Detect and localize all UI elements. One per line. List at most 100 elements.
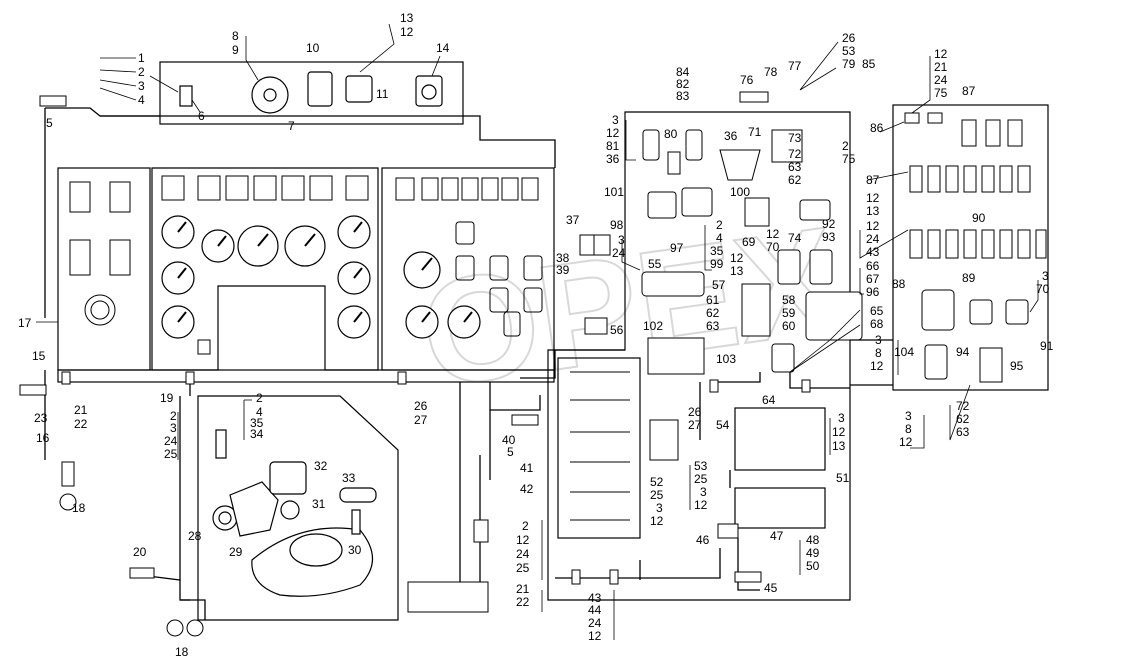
callout-3: 3 <box>138 79 145 93</box>
callout-84: 84 <box>676 65 690 79</box>
callout-44: 44 <box>588 603 602 617</box>
callout-32: 32 <box>314 459 328 473</box>
callout-63c: 63 <box>956 425 970 439</box>
connector-45 <box>734 571 762 583</box>
callout-25d: 25 <box>650 488 664 502</box>
callout-63b: 63 <box>706 319 720 333</box>
callout-5b: 5 <box>507 445 514 459</box>
callout-45: 45 <box>764 581 778 595</box>
callout-2d: 2 <box>522 519 529 533</box>
module-47 <box>734 487 826 529</box>
connector-6 <box>179 85 193 107</box>
callout-77: 77 <box>788 59 802 73</box>
callout-16: 16 <box>36 431 50 445</box>
callout-33: 33 <box>342 471 356 485</box>
connector-20 <box>129 567 155 579</box>
callout-22: 22 <box>74 417 88 431</box>
callout-2b: 2 <box>256 391 263 405</box>
callout-12k: 12 <box>832 425 846 439</box>
dash-rail <box>57 369 555 383</box>
callout-10: 10 <box>306 41 320 55</box>
callout-12h: 12 <box>730 251 744 265</box>
callout-80: 80 <box>664 127 678 141</box>
callout-4: 4 <box>138 93 145 107</box>
callout-62: 62 <box>788 173 802 187</box>
callout-3h: 3 <box>1042 269 1049 283</box>
callout-91: 91 <box>1040 339 1054 353</box>
callout-36a: 36 <box>606 152 620 166</box>
callout-56: 56 <box>610 323 624 337</box>
module-51 <box>734 407 826 471</box>
callout-12c: 12 <box>588 629 602 643</box>
harness-wires <box>44 107 893 620</box>
callout-35: 35 <box>250 416 264 430</box>
callout-100: 100 <box>730 185 750 199</box>
switch-4 <box>109 239 131 276</box>
callout-25: 25 <box>164 447 178 461</box>
callout-3d: 3 <box>618 233 625 247</box>
callout-41: 41 <box>520 461 534 475</box>
callout-96: 96 <box>866 285 880 299</box>
callout-3g: 3 <box>838 411 845 425</box>
callout-12j: 12 <box>650 514 664 528</box>
callout-13: 13 <box>400 11 414 25</box>
switch-10 <box>307 71 333 107</box>
fuse-rows <box>904 112 1047 383</box>
callout-8b: 8 <box>875 346 882 360</box>
callout-18a: 18 <box>72 501 86 515</box>
callout-11: 11 <box>376 87 389 101</box>
callout-49: 49 <box>806 546 820 560</box>
indicator-lamps <box>161 175 539 201</box>
callout-13d: 13 <box>832 439 846 453</box>
callouts: 1 2 3 4 5 6 7 8 9 10 11 13 12 14 17 15 2… <box>18 11 1054 659</box>
callout-13c: 13 <box>730 264 744 278</box>
switch-group <box>69 181 131 326</box>
callout-71: 71 <box>748 125 762 139</box>
terminal-strips <box>570 371 630 521</box>
callout-90: 90 <box>972 211 986 225</box>
callout-21b: 21 <box>516 582 530 596</box>
callout-3e: 3 <box>700 485 707 499</box>
gauge-needles <box>177 221 473 323</box>
callout-35b: 35 <box>710 244 724 258</box>
callout-85: 85 <box>862 57 876 71</box>
callout-2c: 2 <box>170 409 177 423</box>
callout-12e: 12 <box>606 126 620 140</box>
callout-104: 104 <box>894 345 914 359</box>
callout-23: 23 <box>34 411 48 425</box>
callout-47: 47 <box>770 529 784 543</box>
callout-82: 82 <box>676 77 690 91</box>
callout-72: 72 <box>788 147 802 161</box>
callout-66: 66 <box>866 259 880 273</box>
lamp-11 <box>345 75 373 103</box>
callout-51: 51 <box>836 471 850 485</box>
callout-24d: 24 <box>934 73 948 87</box>
callout-95: 95 <box>1010 359 1024 373</box>
switch-1 <box>69 181 91 213</box>
callout-12i: 12 <box>694 498 708 512</box>
steering-column-box <box>197 395 399 621</box>
leader-lines <box>36 23 1039 640</box>
callout-38: 38 <box>556 251 570 265</box>
callout-59: 59 <box>782 306 796 320</box>
callout-70: 70 <box>766 240 780 254</box>
callout-27c: 27 <box>688 418 702 432</box>
relay-cabinet <box>892 104 1049 391</box>
steering-parts <box>212 429 377 597</box>
callout-57: 57 <box>712 278 726 292</box>
callout-6: 6 <box>198 109 205 123</box>
callout-72b: 72 <box>956 399 970 413</box>
callout-87a: 87 <box>962 84 976 98</box>
callout-40: 40 <box>502 433 516 447</box>
callout-3c: 3 <box>612 113 619 127</box>
callout-12l: 12 <box>866 219 880 233</box>
callout-12m: 12 <box>870 359 884 373</box>
callout-14: 14 <box>436 41 450 55</box>
callout-18b: 18 <box>175 645 189 659</box>
callout-43b: 43 <box>866 245 880 259</box>
callout-3b: 3 <box>170 421 177 435</box>
callout-101: 101 <box>604 185 624 199</box>
terminal-block-panel <box>557 357 641 539</box>
callout-61: 61 <box>706 293 720 307</box>
